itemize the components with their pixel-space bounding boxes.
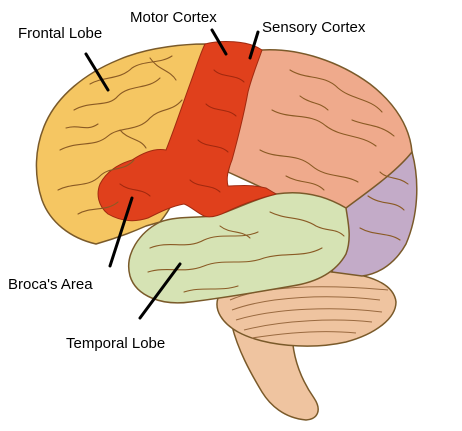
- frontal-lobe-label: Frontal Lobe: [18, 25, 102, 42]
- motor-cortex-label: Motor Cortex: [130, 9, 217, 26]
- sensory-cortex-label: Sensory Cortex: [262, 19, 366, 36]
- temporal-lobe-label: Temporal Lobe: [66, 335, 165, 352]
- brocas-area-label: Broca's Area: [8, 276, 93, 293]
